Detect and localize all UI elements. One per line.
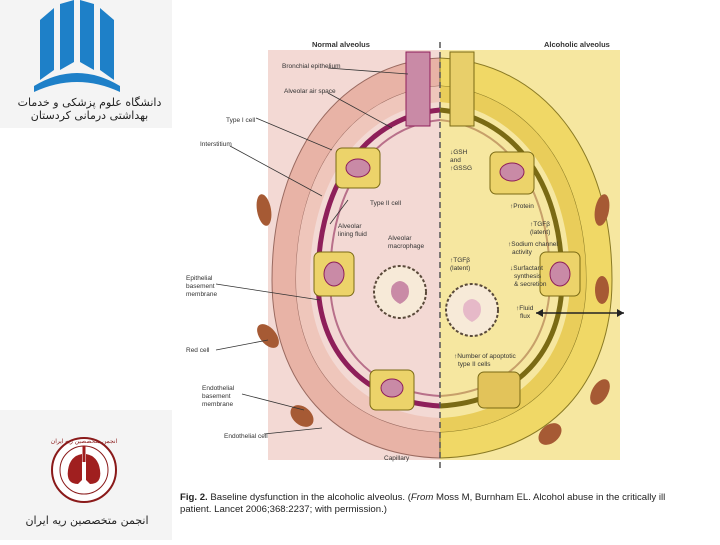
label-gsh-2: and — [450, 157, 461, 164]
label-red-cell: Red cell — [186, 347, 210, 354]
association-logo: انجمن متخصصین ریه ایران انجمن متخصصین ری… — [0, 410, 172, 540]
label-apoptotic-2: type II cells — [458, 361, 491, 368]
label-endothelial-bm-2: basement — [202, 393, 231, 400]
label-interstitium: Interstitium — [200, 141, 232, 148]
type-ii-cell-left-top — [335, 147, 381, 189]
label-endothelial-cell: Endothelial cell — [224, 433, 268, 440]
lungs-emblem-icon: انجمن متخصصین ریه ایران — [51, 437, 118, 503]
label-endothelial-bm-3: membrane — [202, 401, 233, 408]
label-sodium-2: activity — [512, 249, 533, 256]
caption-fig-label: Fig. 2. — [180, 492, 208, 503]
caption-source-italic: From — [410, 492, 434, 503]
university-name: دانشگاه علوم پزشکی و خدمات بهداشتی درمان… — [17, 96, 162, 122]
label-surfactant-1: ↓Surfactant — [510, 265, 543, 272]
label-alveolar-lining-2: lining fluid — [338, 231, 367, 238]
interstitium-left — [296, 86, 440, 432]
label-surfactant-2: synthesis — [514, 273, 542, 280]
label-epithelial-bm-1: Epithelial — [186, 275, 213, 282]
right-labels: ↓GSH and ↑GSSG ↑Protein ↑TGFβ (latent) ↑… — [450, 149, 558, 368]
association-name: انجمن متخصصین ریه ایران — [25, 514, 149, 527]
label-tgfb-l-1: ↑TGFβ — [450, 257, 470, 264]
type-ii-cell-right-top — [489, 151, 535, 195]
label-surfactant-3: & secretion — [514, 281, 547, 288]
right-title: Alcoholic alveolus — [544, 40, 610, 49]
label-gsh-1: ↓GSH — [450, 149, 468, 156]
red-cells — [256, 194, 610, 445]
type-ii-cell-left-mid — [313, 251, 355, 297]
label-capillary: Capillary — [384, 455, 410, 462]
label-fluid-1: ↑Fluid — [516, 305, 534, 312]
label-gsh-3: ↑GSSG — [450, 165, 472, 172]
caption-text: Baseline dysfunction in the alcoholic al… — [210, 492, 411, 503]
caption-source: Moss M, Burnham EL. Alcohol abuse in the… — [180, 492, 666, 515]
label-protein: ↑Protein — [510, 203, 534, 210]
left-title: Normal alveolus — [312, 40, 370, 49]
left-labels: Bronchial epithelium Alveolar air space … — [186, 63, 425, 462]
alveolus-diagram: Normal alveolus Alcoholic alveolus Bronc… — [172, 0, 720, 540]
label-alveolar-lining-1: Alveolar — [338, 223, 362, 230]
leader-lines — [215, 67, 409, 435]
bronchial-epithelium-left — [405, 51, 431, 127]
bronchial-epithelium-right — [449, 51, 475, 127]
label-epithelial-bm-2: basement — [186, 283, 215, 290]
university-emblem-icon — [34, 0, 120, 92]
university-logo: دانشگاه علوم پزشکی و خدمات بهداشتی درمان… — [0, 0, 172, 128]
apoptotic-type-ii-cell — [477, 371, 521, 409]
label-tgfb-r-1: ↑TGFβ — [530, 221, 550, 228]
label-epithelial-bm-3: membrane — [186, 291, 217, 298]
label-apoptotic-1: ↑Number of apoptotic — [454, 353, 517, 360]
figure-caption: Fig. 2. Baseline dysfunction in the alco… — [180, 492, 680, 516]
label-alveolar-air-space: Alveolar air space — [284, 88, 336, 95]
label-macrophage-1: Alveolar — [388, 235, 412, 242]
label-sodium-1: ↑Sodium channel — [508, 241, 558, 248]
label-fluid-2: flux — [520, 313, 531, 320]
type-ii-cell-left-bottom — [369, 369, 415, 411]
macrophage-left — [373, 265, 427, 319]
label-tgfb-r-2: (latent) — [530, 229, 550, 236]
label-bronchial-epithelium: Bronchial epithelium — [282, 63, 341, 70]
label-tgfb-l-2: (latent) — [450, 265, 470, 272]
label-endothelial-bm-1: Endothelial — [202, 385, 235, 392]
alveolus-illustration: Normal alveolus Alcoholic alveolus Bronc… — [172, 0, 624, 540]
interstitium-right — [440, 86, 586, 432]
macrophage-right — [445, 283, 499, 337]
label-type-i-cell: Type I cell — [226, 117, 256, 124]
label-type-ii-cell: Type II cell — [370, 200, 402, 207]
label-macrophage-2: macrophage — [388, 243, 425, 250]
type-ii-cell-right-mid — [539, 251, 581, 297]
ring-text: انجمن متخصصین ریه ایران — [51, 438, 118, 445]
